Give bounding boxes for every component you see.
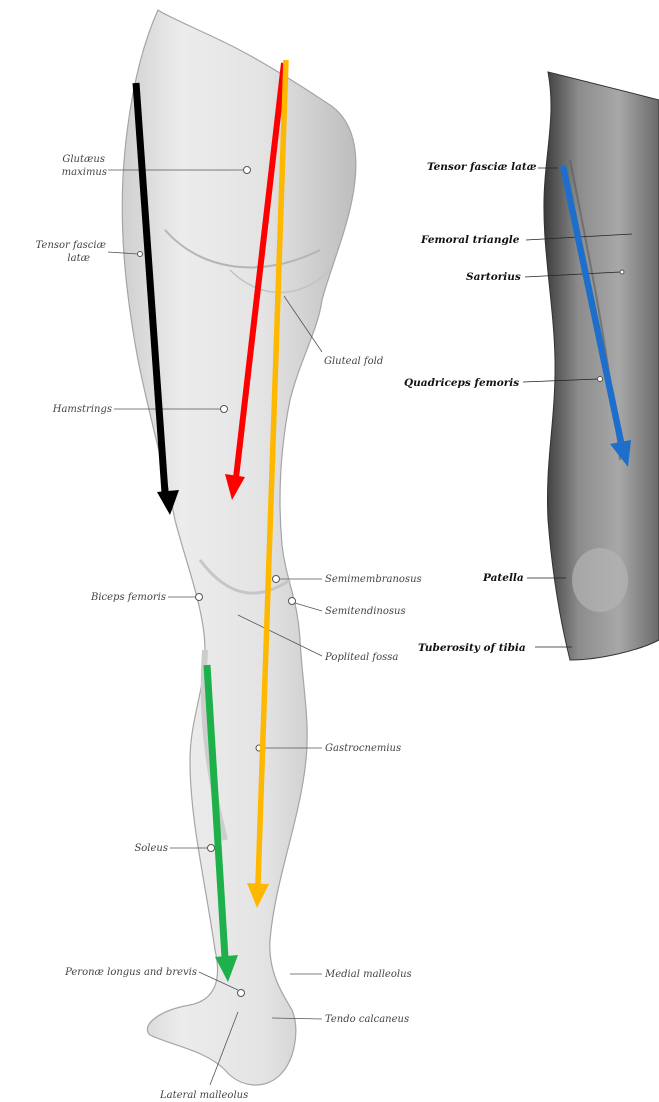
label-glutaeus-2: maximus — [62, 167, 107, 178]
label-soleus: Soleus — [134, 843, 168, 854]
label-biceps-femoris: Biceps femoris — [90, 592, 166, 603]
marker-quadriceps-femoris — [598, 377, 603, 382]
label-glutaeus-1: Glutæus — [62, 154, 105, 165]
marker-peronei — [238, 990, 245, 997]
leader-semitendinosus — [295, 603, 322, 611]
label-popliteal-fossa: Popliteal fossa — [324, 652, 398, 663]
label-hamstrings: Hamstrings — [52, 404, 112, 415]
anterior-thigh-figure — [544, 72, 659, 660]
posterior-leg-silhouette — [122, 10, 356, 1085]
marker-semimembranosus — [273, 576, 280, 583]
label-gastrocnemius: Gastrocnemius — [325, 743, 401, 754]
label-lateral-malleolus: Lateral malleolus — [159, 1090, 248, 1101]
patella-shape — [572, 548, 628, 612]
marker-tensor — [138, 252, 143, 257]
marker-glutaeus — [244, 167, 251, 174]
label-medial-malleolus: Medial malleolus — [324, 969, 412, 980]
posterior-leg-figure — [122, 10, 356, 1085]
label-tensor-fasciae-latae: Tensor fasciæ latæ — [427, 161, 537, 173]
label-tensor-2: latæ — [67, 253, 90, 264]
label-gluteal-fold: Gluteal fold — [324, 356, 383, 367]
marker-soleus — [208, 845, 215, 852]
label-semimembranosus: Semimembranosus — [325, 574, 422, 585]
label-semitendinosus: Semitendinosus — [325, 606, 406, 617]
label-tensor-1: Tensor fasciæ — [36, 240, 106, 251]
label-femoral-triangle: Femoral triangle — [420, 234, 520, 246]
marker-hamstrings — [221, 406, 228, 413]
marker-sartorius — [620, 270, 624, 274]
label-tendo-calcaneus: Tendo calcaneus — [325, 1014, 409, 1025]
marker-biceps-femoris — [196, 594, 203, 601]
label-quadriceps-femoris: Quadriceps femoris — [404, 377, 519, 389]
marker-semitendinosus — [289, 598, 296, 605]
label-tuberosity-of-tibia: Tuberosity of tibia — [418, 642, 526, 654]
label-sartorius: Sartorius — [466, 271, 521, 283]
label-peronei: Peronæ longus and brevis — [64, 967, 197, 978]
label-patella: Patella — [482, 572, 524, 584]
